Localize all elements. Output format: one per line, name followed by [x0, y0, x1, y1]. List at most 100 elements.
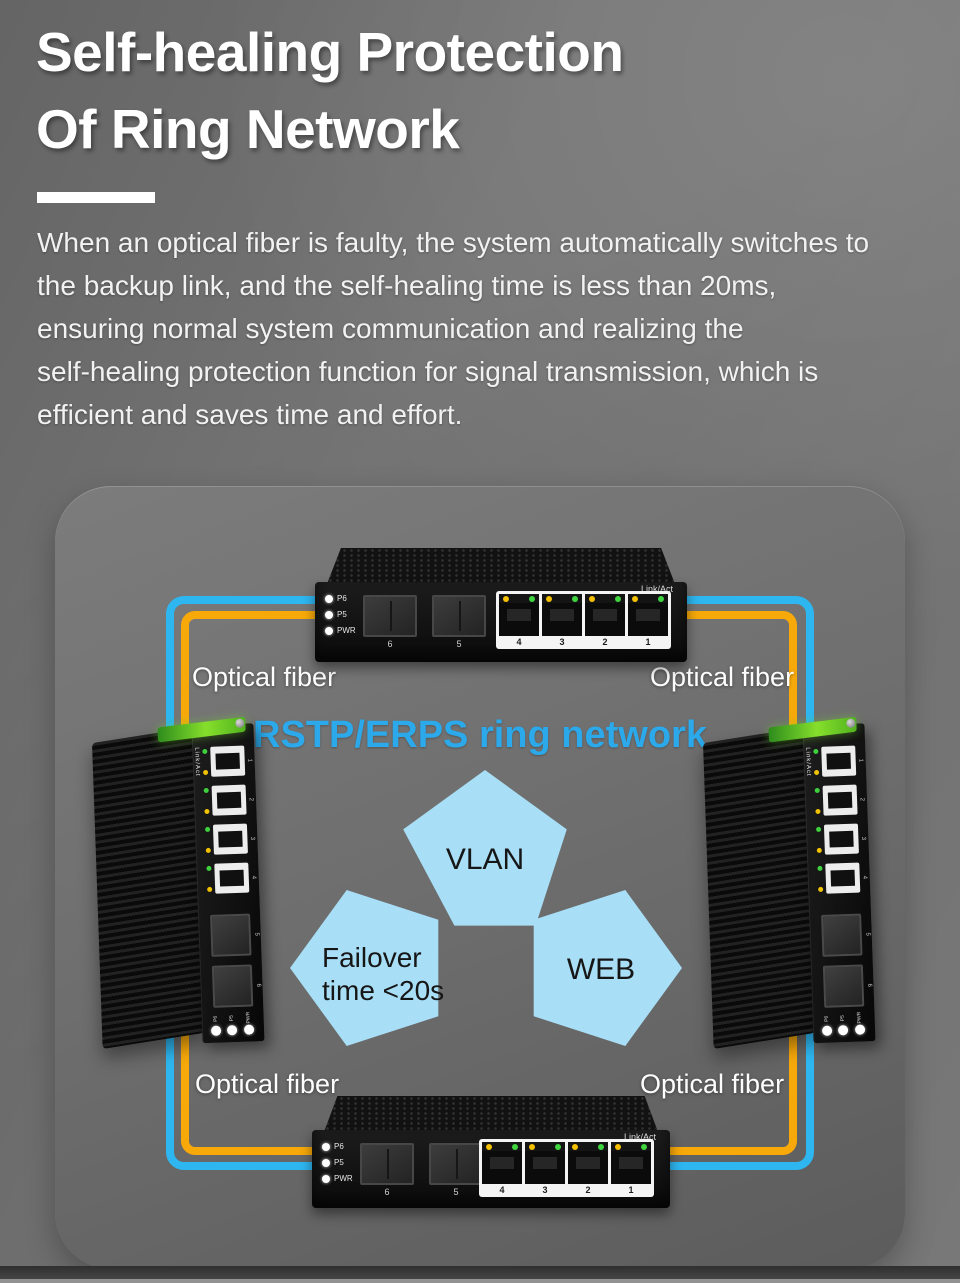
pentagon-vlan — [403, 770, 567, 926]
ring-network-title: RSTP/ERPS ring network — [253, 714, 707, 756]
heatsink-fins — [91, 727, 205, 1049]
port-leds — [628, 594, 668, 603]
status-leds: P6 P5 PWR — [322, 1142, 353, 1183]
sfp-port-6: 6 — [360, 1143, 414, 1197]
yellow-led — [203, 769, 209, 776]
rj45-jack — [585, 603, 625, 636]
sfp-port-number: 6 — [384, 1187, 390, 1197]
led-p6: P6 — [325, 594, 356, 603]
sfp-cage — [822, 964, 865, 1008]
port-leds — [815, 826, 822, 854]
green-led — [203, 787, 209, 794]
rj45-port-2: 2 — [568, 1142, 608, 1197]
status-leds: P6 P5 PWR — [821, 1011, 866, 1036]
sfp-port-5: 5 — [210, 913, 259, 957]
rj45-port-number: 4 — [499, 1185, 505, 1195]
sfp-ports: 5 6 — [210, 913, 261, 1008]
switch-top-housing — [324, 1096, 658, 1132]
switch-right: Link/Act 1 2 3 4 5 6 P6 P5 PWR — [702, 716, 876, 1049]
port-leds — [813, 748, 820, 776]
port-leds — [206, 865, 213, 892]
led-label: P6 — [212, 1015, 219, 1022]
port-leds — [542, 594, 582, 603]
link-act-label: Link/Act — [193, 747, 201, 777]
rj45-ports: 1 2 3 4 — [813, 743, 868, 896]
led-p5: P5 — [322, 1158, 353, 1167]
sfp-port-number: 5 — [864, 932, 871, 937]
port-leds — [203, 787, 210, 815]
switch-top: Link/Act P6 P5 PWR 6 5 4 3 2 1 — [315, 548, 687, 662]
status-leds: P6 P5 PWR — [325, 594, 356, 635]
rj45-port-number: 1 — [645, 637, 651, 647]
green-led — [204, 826, 211, 833]
paragraph-line: self-healing protection function for sig… — [37, 356, 819, 387]
led-label: P6 — [334, 1142, 344, 1151]
switch-left: Link/Act 1 2 3 4 5 6 P6 P5 PWR — [91, 716, 265, 1049]
led-p6: P6 — [210, 1013, 222, 1036]
led-dot — [325, 610, 333, 619]
rj45-port-number: 3 — [542, 1185, 548, 1195]
green-led — [641, 1143, 647, 1150]
rj45-port-4: 4 — [206, 860, 257, 896]
yellow-led — [632, 595, 638, 602]
pentagon-vlan-label: VLAN — [446, 843, 524, 876]
sfp-port-number: 6 — [387, 639, 393, 649]
ring-network-diagram-panel: Optical fiber Optical fiber Optical fibe… — [55, 486, 905, 1269]
rj45-port-number: 3 — [860, 836, 867, 841]
sfp-cage — [821, 913, 863, 957]
rj45-port-number: 3 — [249, 836, 256, 841]
yellow-led — [572, 1143, 578, 1150]
green-led — [815, 826, 822, 833]
green-led — [658, 595, 664, 602]
switch-bottom: Link/Act P6 P5 PWR 6 5 4 3 2 1 — [312, 1096, 670, 1208]
port-leds — [482, 1142, 522, 1151]
sfp-cage — [360, 1143, 414, 1185]
rj45-jack — [211, 784, 247, 816]
rj45-port-1: 1 — [611, 1142, 651, 1197]
port-leds — [499, 594, 539, 603]
link-act-label: Link/Act — [640, 584, 673, 594]
led-label: P5 — [228, 1015, 235, 1022]
pentagon-web — [533, 890, 682, 1046]
led-pwr: PWR — [325, 626, 356, 635]
green-led — [202, 748, 208, 755]
green-led — [813, 748, 819, 755]
paragraph-line: the backup link, and the self-healing ti… — [37, 270, 777, 301]
yellow-led — [204, 808, 210, 815]
led-pwr: PWR — [242, 1011, 255, 1035]
led-label: P6 — [337, 594, 347, 603]
led-label: PWR — [856, 1011, 863, 1024]
rj45-ports: 1 2 3 4 — [202, 743, 257, 896]
page-title: Self-healing Protection Of Ring Network — [36, 14, 624, 168]
yellow-led — [815, 808, 821, 815]
led-p5: P5 — [226, 1012, 238, 1036]
rj45-port-number: 1 — [246, 758, 253, 763]
led-dot — [821, 1025, 833, 1036]
pentagon-failover — [290, 890, 439, 1046]
yellow-led — [205, 847, 211, 854]
switch-top-housing — [327, 548, 675, 584]
paragraph-line: When an optical fiber is faulty, the sys… — [37, 227, 870, 258]
led-p5: P5 — [837, 1012, 849, 1036]
sfp-cage — [363, 595, 417, 637]
feature-pentagons: VLAN Failover time <20s WEB — [290, 770, 682, 1046]
description-paragraph: When an optical fiber is faulty, the sys… — [37, 221, 932, 436]
rj45-port-number: 4 — [516, 637, 522, 647]
bottom-dark-band — [0, 1266, 960, 1279]
sfp-ports: 6 5 — [360, 1143, 483, 1197]
led-pwr: PWR — [322, 1174, 353, 1183]
optical-fiber-label-top-right: Optical fiber — [650, 662, 795, 692]
pentagon-failover-label-line2: time <20s — [322, 975, 444, 1006]
rj45-jack — [823, 823, 859, 855]
led-dot — [322, 1142, 330, 1151]
sfp-port-number: 6 — [866, 983, 873, 988]
led-dot — [243, 1024, 255, 1035]
rj45-port-3: 3 — [525, 1142, 565, 1197]
led-dot — [210, 1025, 222, 1036]
green-led — [512, 1143, 518, 1150]
sfp-ports: 6 5 — [363, 595, 486, 649]
link-act-label: Link/Act — [804, 747, 812, 777]
port-leds — [202, 748, 209, 776]
rj45-jack — [542, 603, 582, 636]
sfp-ports: 5 6 — [821, 913, 872, 1008]
